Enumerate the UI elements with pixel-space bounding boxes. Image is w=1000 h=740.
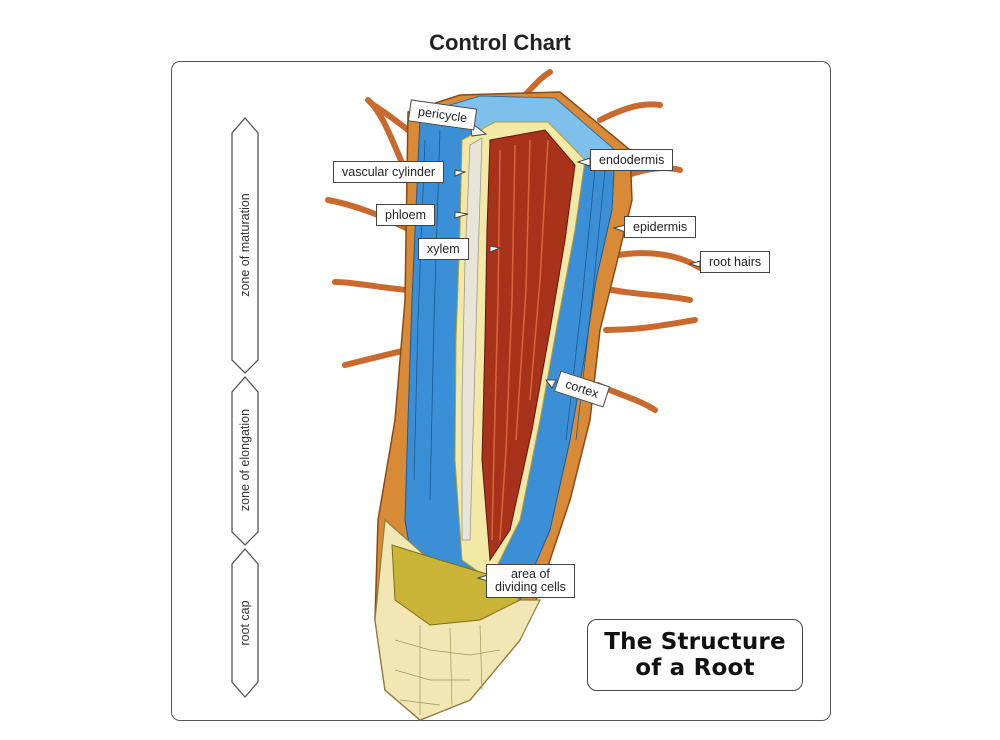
root-cap-label: root cap [238, 600, 252, 646]
label-area-of-dividing-cells: area of dividing cells [486, 564, 575, 598]
zone-rootcap-bracket [231, 548, 259, 698]
structure-title-badge: The Structure of a Root [587, 619, 803, 691]
dividing-area [391, 544, 521, 626]
zone-maturation-bracket [231, 117, 259, 374]
zone-brackets [231, 117, 259, 698]
label-pointers [454, 120, 701, 582]
page-title: Control Chart [429, 30, 571, 55]
label-root-hairs: root hairs [700, 251, 771, 273]
zone-maturation-label: zone of maturation [238, 193, 252, 297]
label-dividing-line2: dividing cells [495, 580, 566, 594]
label-xylem: xylem [418, 238, 469, 260]
badge-line2: of a Root [635, 655, 755, 681]
label-vascular-cylinder: vascular cylinder [333, 161, 445, 183]
zone-elongation-bracket [231, 376, 259, 546]
label-dividing-line1: area of [510, 567, 550, 581]
label-phloem: phloem [376, 204, 435, 226]
label-endodermis: endodermis [590, 149, 674, 171]
diagram-frame [171, 61, 831, 721]
badge-line1: The Structure [604, 629, 786, 655]
label-epidermis: epidermis [624, 216, 697, 238]
